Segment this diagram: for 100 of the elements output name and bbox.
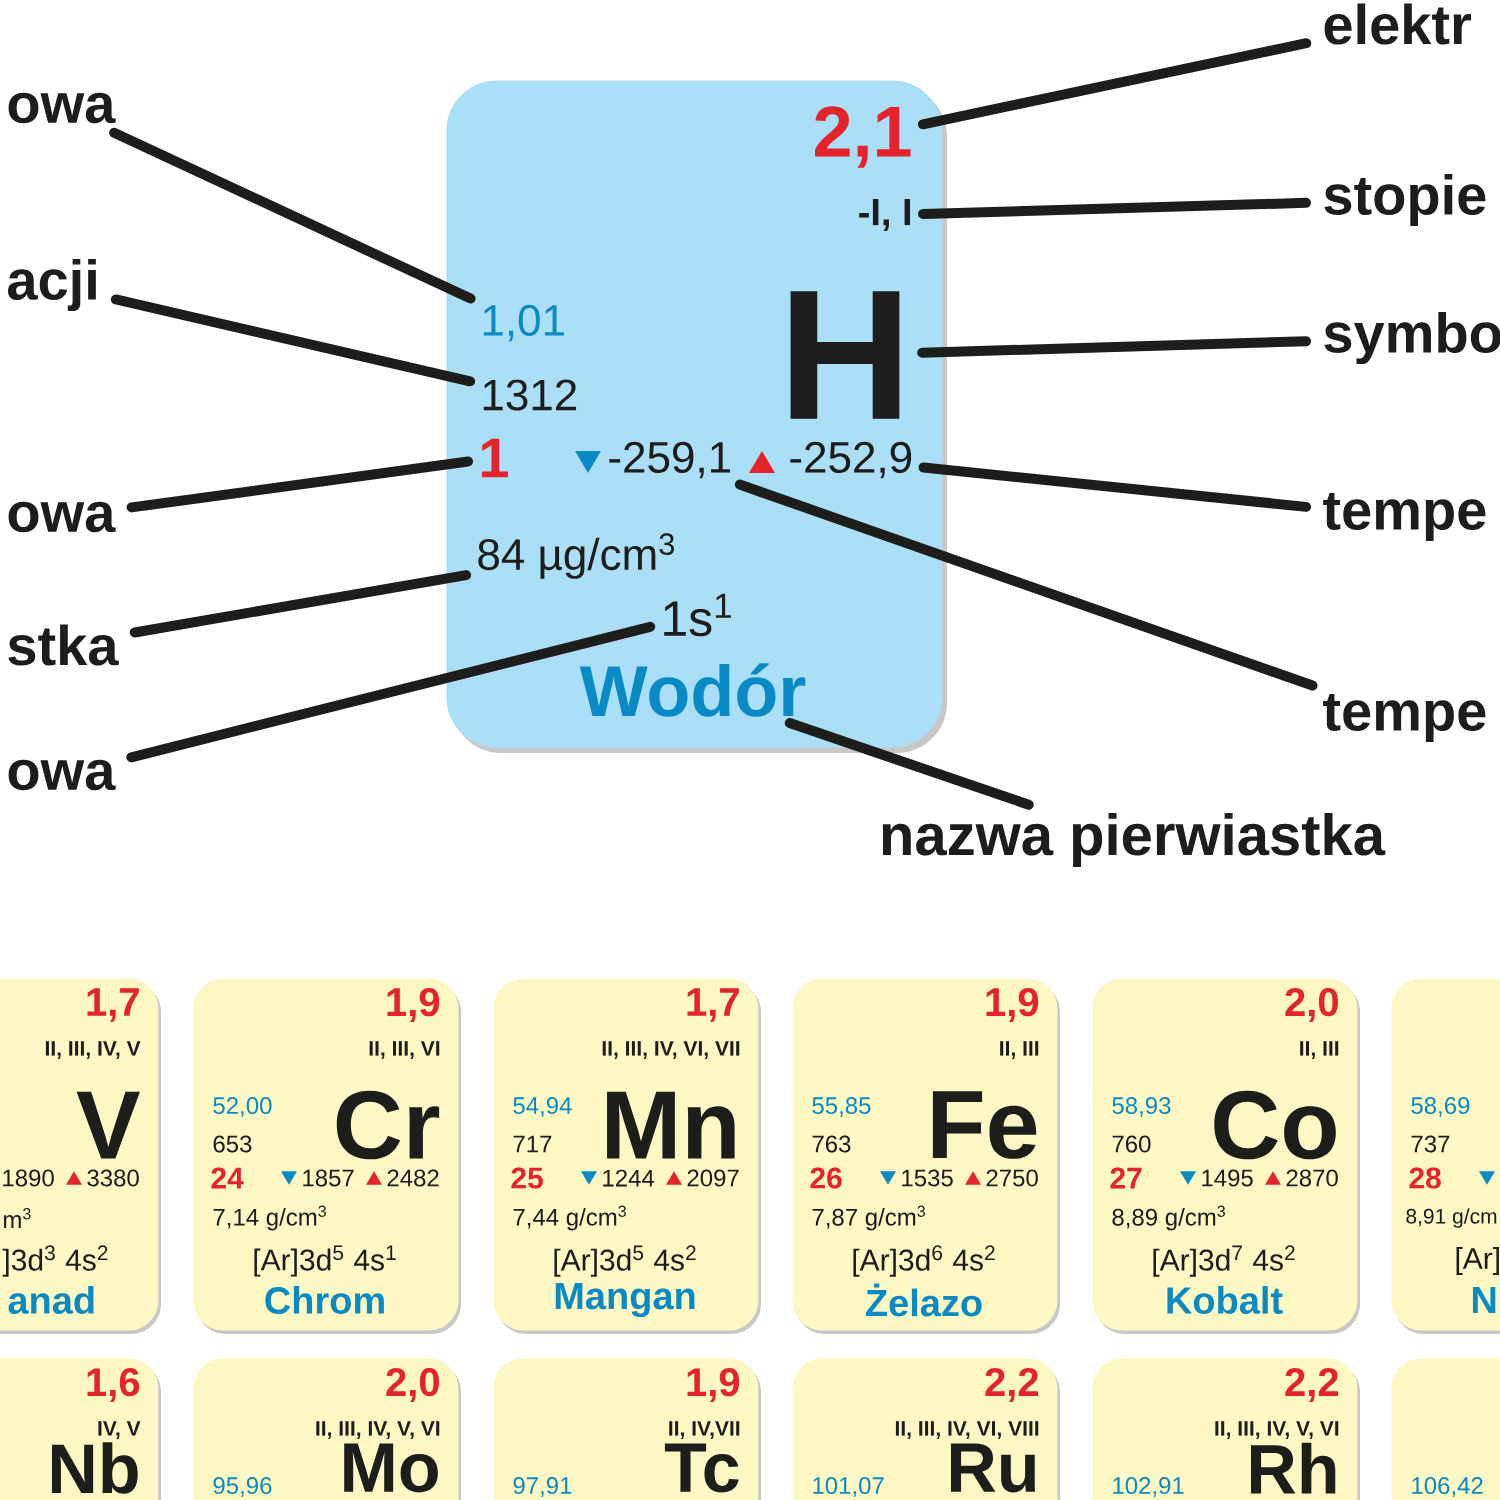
boiling-point: 2750	[965, 1169, 1038, 1187]
atomic-number: 25	[511, 1167, 543, 1189]
element-symbol: Rh	[1251, 1442, 1336, 1494]
callout-label: nazwa pierwiastka	[882, 813, 1386, 868]
atomic-number: 1	[481, 438, 508, 478]
oxidation-states: II, IV,VII	[669, 1421, 740, 1439]
callout-label: tempe	[1323, 693, 1486, 743]
atomic-number: 28	[1409, 1167, 1441, 1189]
node-label: 1244	[603, 1169, 655, 1187]
leader-line	[917, 336, 1311, 358]
melting-point: 1244	[581, 1169, 655, 1187]
electronegativity-value: 1,6	[87, 1367, 140, 1403]
element-symbol: Mo	[344, 1443, 438, 1493]
density-value: 84 µg/cm$^{3}$	[478, 533, 675, 579]
element-tile	[493, 978, 761, 1334]
boiling-point: 2870	[1265, 1169, 1338, 1187]
node-label: 3380	[87, 1169, 139, 1187]
node-label: -259,1	[609, 441, 731, 479]
node-label: 2482	[387, 1169, 439, 1187]
element-symbol: H	[790, 291, 900, 419]
electronegativity-value: 1,9	[687, 1367, 740, 1403]
element-name: N	[1472, 1286, 1496, 1314]
callout-label: stopie	[1324, 173, 1486, 227]
ionization-energy: 653	[213, 1135, 252, 1153]
density-value: 8,89 g/cm$^{3}$	[1112, 1205, 1225, 1231]
element-symbol: Ru	[950, 1443, 1035, 1493]
melting-point: -259,1	[575, 441, 730, 479]
atomic-mass: 52,00	[213, 1097, 272, 1117]
boiling-point: -252,9	[749, 441, 912, 479]
element-tile	[1092, 978, 1360, 1334]
ionization-energy: 760	[1112, 1135, 1151, 1153]
element-tile	[1391, 978, 1500, 1334]
element-name: Żelazo	[866, 1283, 982, 1317]
element-symbol: Mn	[607, 1091, 735, 1159]
element-symbol: Co	[1214, 1090, 1336, 1160]
callout-label: tempe	[1323, 492, 1486, 542]
electron-configuration: 1s$^{1}$	[664, 593, 731, 637]
element-tile	[792, 978, 1060, 1334]
callout-label: owa	[8, 92, 116, 124]
density-value: 7,14 g/cm$^{3}$	[213, 1205, 326, 1231]
boiling-point: 3380	[66, 1169, 139, 1187]
element-name: anad	[8, 1286, 94, 1314]
density-value: m$^{3}$	[4, 1208, 31, 1228]
density-value: 7,44 g/cm$^{3}$	[513, 1205, 626, 1231]
atomic-mass: 97,91	[513, 1477, 572, 1497]
node-label: 1857	[303, 1169, 354, 1187]
melting-point: 1890	[3, 1169, 54, 1187]
atomic-mass: 1,01	[483, 304, 564, 342]
atomic-mass: 95,96	[213, 1477, 272, 1497]
oxidation-states: IV, V	[98, 1421, 141, 1439]
atomic-mass: 58,69	[1411, 1097, 1470, 1117]
electronegativity-value: 1,7	[687, 988, 739, 1022]
electron-configuration: [Ar]3d$^{6}$ 4s$^{2}$	[853, 1245, 995, 1277]
ionization-energy: 717	[513, 1135, 552, 1153]
density-value: 8,91 g/cm	[1406, 1208, 1497, 1228]
node-label: 1495	[1202, 1169, 1253, 1187]
density-value: 7,87 g/cm$^{3}$	[812, 1205, 925, 1231]
atomic-mass: 102,91	[1113, 1477, 1184, 1497]
element-name: Chrom	[265, 1286, 384, 1314]
electronegativity-value: 1,7	[87, 988, 139, 1022]
element-symbol: Tc	[664, 1443, 739, 1493]
element-symbol: Nb	[51, 1442, 138, 1494]
atomic-number: 26	[810, 1167, 842, 1189]
callout-label: acji	[8, 258, 96, 312]
electronegativity-value: 2,0	[386, 1367, 439, 1403]
electronegativity-value: 1,9	[986, 987, 1039, 1023]
callout-label: stka	[8, 624, 119, 666]
electronegativity-value: 2,2	[985, 1367, 1038, 1403]
callout-label: elektr	[1324, 3, 1471, 45]
electronegativity-value: 2,1	[815, 106, 911, 168]
oxidation-states: -I, I	[859, 199, 911, 231]
oxidation-states: II, III, IV, VI, VIII	[895, 1421, 1039, 1439]
atomic-number: 24	[211, 1167, 244, 1189]
electronegativity-value: 2,2	[1285, 1367, 1338, 1403]
element-tile	[193, 978, 461, 1334]
node-label: 2870	[1286, 1169, 1338, 1187]
atomic-number: 27	[1110, 1167, 1142, 1189]
element-name: Wodór	[579, 663, 806, 717]
leader-line	[918, 197, 1311, 219]
atomic-mass: 106,42	[1412, 1477, 1483, 1497]
ionization-energy: 1312	[483, 379, 577, 411]
node-label: 2097	[687, 1169, 739, 1187]
element-tile	[493, 1358, 761, 1500]
leader-line	[734, 479, 1318, 691]
node-label: -252,9	[790, 441, 912, 479]
callout-label: symbo	[1324, 311, 1500, 365]
electron-configuration: [Ar]	[1456, 1247, 1499, 1275]
element-symbol: Fe	[932, 1091, 1037, 1159]
ionization-energy: 737	[1411, 1135, 1450, 1153]
oxidation-states: II, III, IV, V, VI	[316, 1421, 440, 1439]
element-tile	[0, 978, 161, 1334]
electron-configuration: [Ar]3d$^{7}$ 4s$^{2}$	[1153, 1245, 1295, 1277]
leader-line	[784, 718, 1034, 810]
node-label: 2750	[986, 1169, 1038, 1187]
callout-label: owa	[8, 501, 116, 533]
oxidation-states: II, III	[1300, 1041, 1339, 1059]
element-card	[446, 80, 947, 753]
oxidation-states: II, III, IV, V	[45, 1041, 141, 1059]
oxidation-states: II, III, IV, VI, VII	[602, 1041, 740, 1059]
callout-label: owa	[8, 759, 116, 791]
